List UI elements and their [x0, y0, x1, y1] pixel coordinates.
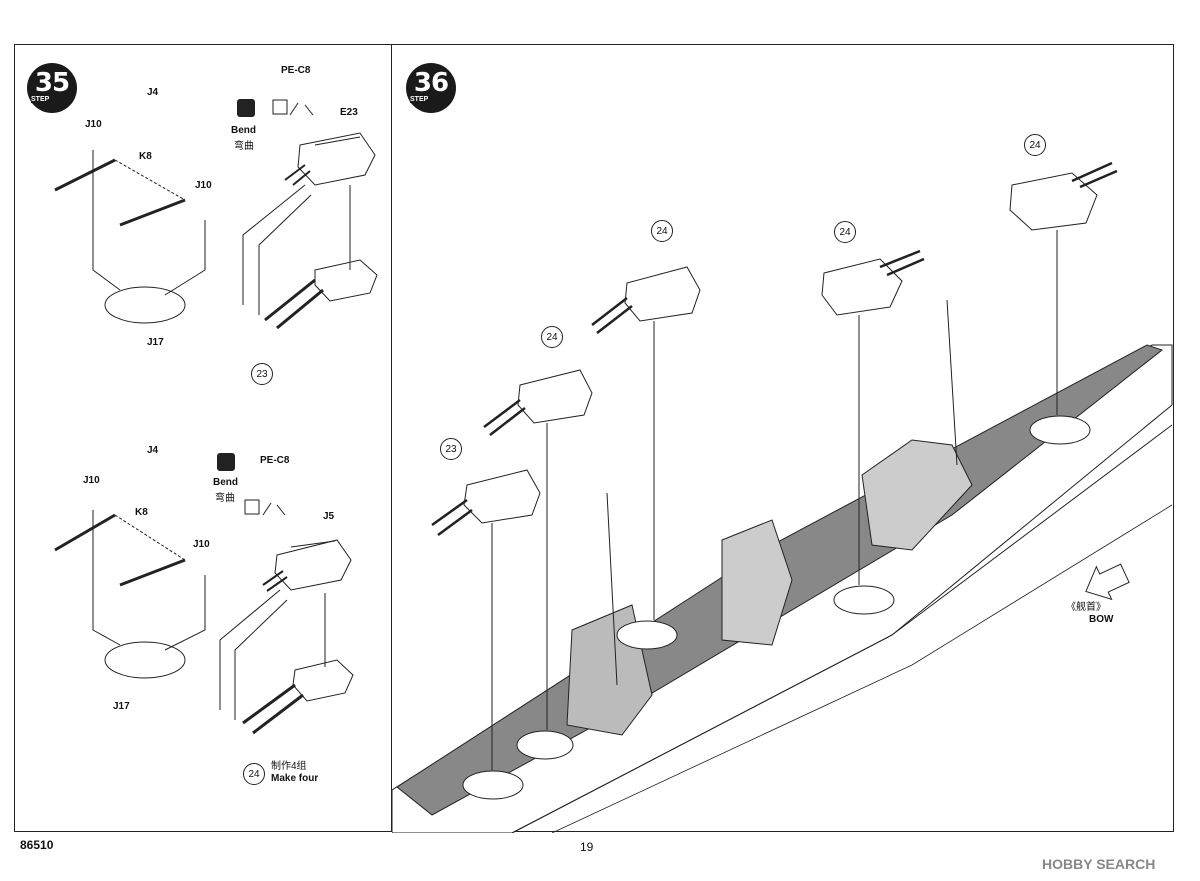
part-label-j10-upper-left: J10 [85, 119, 102, 130]
part-label-j17-upper: J17 [147, 337, 164, 348]
step-36-drawing [392, 161, 1173, 833]
step-36-badge: 36 STEP [406, 63, 456, 113]
bend-label-cn-upper: 弯曲 [234, 141, 254, 152]
page-number: 19 [580, 840, 594, 854]
callout-23: 23 [251, 363, 273, 385]
make-four-en: Make four [271, 773, 319, 784]
part-label-e23: E23 [340, 107, 358, 118]
step-36-number: 36 [413, 68, 449, 98]
step-35-badge: 35 STEP [27, 63, 77, 113]
bend-label-en-upper: Bend [231, 125, 256, 136]
part-label-j4-lower: J4 [147, 445, 159, 456]
part-label-k8-lower: K8 [135, 507, 148, 518]
step-36-panel: 36 STEP 23 24 24 24 24 《舰首》 BOW [391, 44, 1174, 833]
bend-label-cn-lower: 弯曲 [215, 493, 235, 504]
part-label-j10-lower-left: J10 [83, 475, 100, 486]
part-label-k8-upper: K8 [139, 151, 152, 162]
part-label-j10-upper-right: J10 [195, 180, 212, 191]
step-35-label: STEP [31, 96, 50, 103]
step-35-panel: 35 STEP J4 J10 K8 J10 J17 PE-C8 E23 Bend… [14, 44, 392, 832]
bend-icon-lower [217, 453, 235, 471]
step-35-number: 35 [34, 68, 70, 98]
part-label-pe-c8-upper: PE-C8 [281, 65, 311, 76]
part-label-j17-lower: J17 [113, 701, 130, 712]
make-four-cn: 制作4组 [271, 761, 307, 772]
callout-24-c: 24 [834, 221, 856, 243]
callout-24-b: 24 [651, 220, 673, 242]
step-36-label: STEP [410, 96, 429, 103]
bow-label-cn: 《舰首》 [1066, 602, 1106, 613]
bend-label-en-lower: Bend [213, 477, 238, 488]
callout-24-d: 24 [1024, 134, 1046, 156]
bend-icon-upper [237, 99, 255, 117]
callout-24: 24 [243, 763, 265, 785]
part-label-j10-lower-right: J10 [193, 539, 210, 550]
watermark-hobby-search: HOBBY SEARCH [1042, 856, 1156, 872]
product-code: 86510 [20, 838, 54, 852]
callout-24-a: 24 [541, 326, 563, 348]
part-label-j5: J5 [323, 511, 335, 522]
bow-label-en: BOW [1089, 614, 1114, 625]
part-label-j4-upper: J4 [147, 87, 159, 98]
step-35-drawing [54, 99, 378, 735]
callout-23-step36: 23 [440, 438, 462, 460]
part-label-pe-c8-lower: PE-C8 [260, 455, 290, 466]
